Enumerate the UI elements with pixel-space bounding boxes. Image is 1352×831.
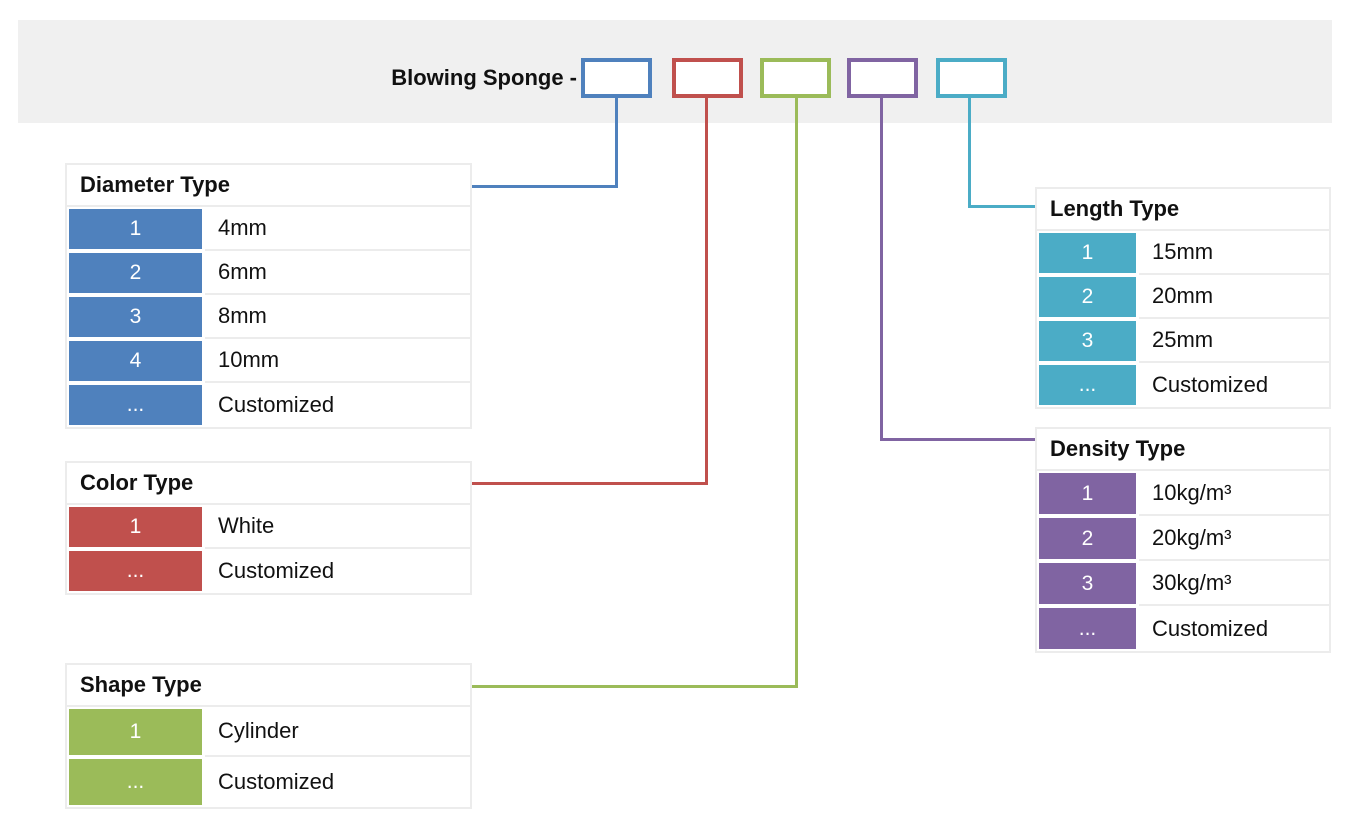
code-box-length (936, 58, 1007, 98)
table-row: 1 White (67, 505, 470, 549)
table-row: 3 30kg/m³ (1037, 561, 1329, 606)
table-row: 3 25mm (1037, 319, 1329, 363)
value-cell: Customized (218, 558, 335, 583)
table-title: Color Type (67, 463, 470, 505)
table-row: 1 15mm (1037, 231, 1329, 275)
code-cell: 4 (69, 341, 202, 381)
shape-connector-horizontal (466, 685, 798, 688)
code-box-density (847, 58, 918, 98)
table-row: ... Customized (67, 757, 470, 807)
value-cell: White (205, 505, 470, 549)
table-row: 4 10mm (67, 339, 470, 383)
code-cell: 3 (1039, 321, 1136, 361)
table-row: 2 6mm (67, 251, 470, 295)
diameter-type-table: Diameter Type 1 4mm 2 6mm 3 8mm 4 10mm .… (65, 163, 472, 429)
code-cell: 3 (69, 297, 202, 337)
table-row: 3 8mm (67, 295, 470, 339)
table-row: 2 20mm (1037, 275, 1329, 319)
value-cell: Customized (218, 392, 335, 417)
table-row: 1 4mm (67, 207, 470, 251)
value-cell: Customized (1152, 372, 1269, 397)
code-cell: ... (1039, 608, 1136, 649)
value-cell: 6mm (205, 251, 470, 295)
code-cell: 3 (1039, 563, 1136, 604)
length-connector-vertical (968, 98, 971, 208)
value-cell: 20kg/m³ (1139, 516, 1329, 561)
table-row: ... Customized (67, 549, 470, 593)
code-box-color (672, 58, 743, 98)
table-row: ... Customized (1037, 606, 1329, 651)
code-box-diameter (581, 58, 652, 98)
density-connector-vertical (880, 98, 883, 441)
code-cell: 2 (1039, 277, 1136, 317)
value-cell: 8mm (205, 295, 470, 339)
table-title: Density Type (1037, 429, 1329, 471)
value-cell: 20mm (1139, 275, 1329, 319)
table-row: ... Customized (67, 383, 470, 427)
table-row: ... Customized (1037, 363, 1329, 407)
table-title: Diameter Type (67, 165, 470, 207)
code-cell: 1 (69, 709, 202, 755)
table-row: 1 10kg/m³ (1037, 471, 1329, 516)
density-type-table: Density Type 1 10kg/m³ 2 20kg/m³ 3 30kg/… (1035, 427, 1331, 653)
value-cell: 10mm (205, 339, 470, 383)
code-cell: 2 (1039, 518, 1136, 559)
value-cell: Customized (218, 769, 335, 794)
density-connector-horizontal (880, 438, 1035, 441)
color-connector-horizontal (466, 482, 708, 485)
table-title: Length Type (1037, 189, 1329, 231)
code-cell: 2 (69, 253, 202, 293)
code-cell: ... (69, 551, 202, 591)
code-cell: ... (69, 759, 202, 805)
value-cell: 15mm (1139, 231, 1329, 275)
shape-type-table: Shape Type 1 Cylinder ... Customized (65, 663, 472, 809)
diameter-connector-horizontal (466, 185, 618, 188)
value-cell: 10kg/m³ (1139, 471, 1329, 516)
code-cell: ... (69, 385, 202, 425)
length-connector-horizontal (968, 205, 1035, 208)
value-cell: 4mm (205, 207, 470, 251)
diagram-title: Blowing Sponge - (391, 65, 577, 90)
code-cell: 1 (1039, 473, 1136, 514)
code-cell: ... (1039, 365, 1136, 405)
table-title: Shape Type (67, 665, 470, 707)
code-cell: 1 (69, 209, 202, 249)
length-type-table: Length Type 1 15mm 2 20mm 3 25mm ... Cus… (1035, 187, 1331, 409)
color-type-table: Color Type 1 White ... Customized (65, 461, 472, 595)
code-box-shape (760, 58, 831, 98)
value-cell: Cylinder (205, 707, 470, 757)
diameter-connector-vertical (615, 98, 618, 188)
color-connector-vertical (705, 98, 708, 485)
shape-connector-vertical (795, 98, 798, 688)
value-cell: 30kg/m³ (1139, 561, 1329, 606)
code-cell: 1 (1039, 233, 1136, 273)
value-cell: Customized (1152, 615, 1269, 641)
table-row: 1 Cylinder (67, 707, 470, 757)
table-row: 2 20kg/m³ (1037, 516, 1329, 561)
value-cell: 25mm (1139, 319, 1329, 363)
code-cell: 1 (69, 507, 202, 547)
